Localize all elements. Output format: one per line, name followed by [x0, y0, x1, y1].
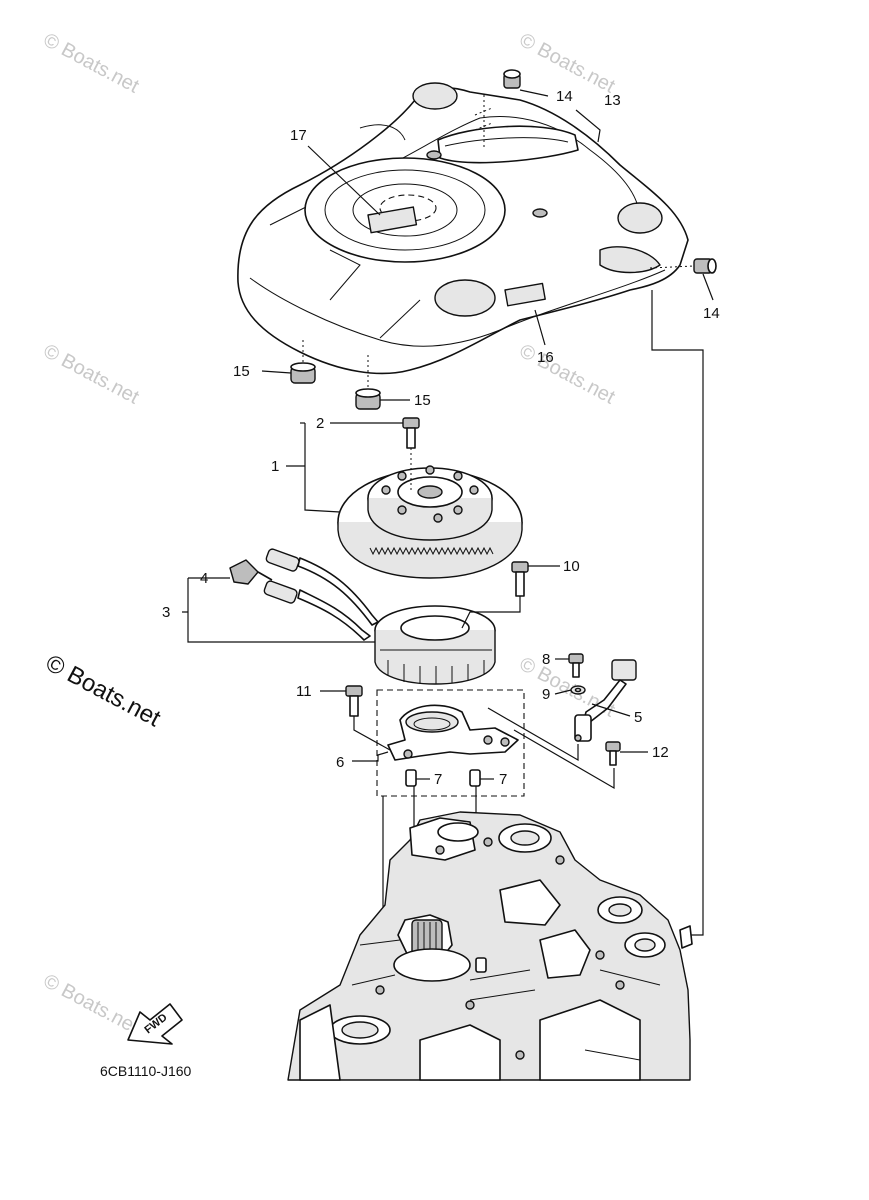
dowel-7-left	[405, 769, 417, 787]
callout-13: 13	[604, 92, 621, 109]
watermark-text: © Boats.net	[40, 29, 143, 98]
label-plate-17	[367, 206, 418, 234]
callout-1: 1	[271, 458, 279, 475]
callout-numbers: 14 13 17 16 14 15 15 2 1 4 3 10 8 11 9 5…	[162, 88, 720, 788]
callout-6: 6	[336, 754, 344, 771]
callout-14: 14	[556, 88, 573, 105]
callout-10: 10	[563, 558, 580, 575]
callout-15: 15	[414, 392, 431, 409]
watermark-text-large: © Boats.net	[41, 649, 165, 732]
callout-15: 15	[233, 363, 250, 380]
callout-11: 11	[296, 683, 312, 700]
callout-14: 14	[703, 305, 720, 322]
stator-coil	[374, 605, 496, 685]
callout-12: 12	[652, 744, 669, 761]
bracket-6	[387, 704, 519, 761]
callout-9: 9	[542, 686, 550, 703]
flywheel	[337, 465, 523, 579]
bolt-8	[568, 653, 584, 678]
leader-lines	[182, 89, 714, 780]
coil-leads	[229, 548, 379, 641]
callout-16: 16	[537, 349, 554, 366]
grommet-14-top	[503, 69, 521, 89]
flywheel-cover	[237, 82, 689, 375]
engine-block	[287, 811, 693, 1081]
callout-4: 4	[200, 570, 208, 587]
grommet-15-left	[290, 362, 316, 384]
callout-2: 2	[316, 415, 324, 432]
callout-8: 8	[542, 651, 550, 668]
callout-3: 3	[162, 604, 170, 621]
dowel-7-right	[469, 769, 481, 787]
bolt-12	[605, 741, 621, 766]
grommet-15-right	[355, 388, 381, 410]
bolt-11	[345, 685, 391, 751]
washer-9	[570, 685, 586, 695]
bolt-2	[402, 417, 420, 492]
watermark-text: © Boats.net	[40, 340, 143, 409]
watermark-text: © Boats.net	[40, 970, 143, 1039]
callout-7: 7	[434, 771, 442, 788]
bolt-10	[461, 561, 529, 629]
grommet-14-right	[693, 258, 717, 274]
callout-5: 5	[634, 709, 642, 726]
callout-17: 17	[290, 127, 307, 144]
sensor-5	[574, 659, 637, 742]
label-plate-16	[504, 282, 546, 307]
callout-7: 7	[499, 771, 507, 788]
diagram-code: 6CB1110-J160	[100, 1063, 192, 1079]
fwd-arrow-icon: FWD	[127, 1003, 183, 1045]
watermark-text: © Boats.net	[516, 340, 619, 409]
